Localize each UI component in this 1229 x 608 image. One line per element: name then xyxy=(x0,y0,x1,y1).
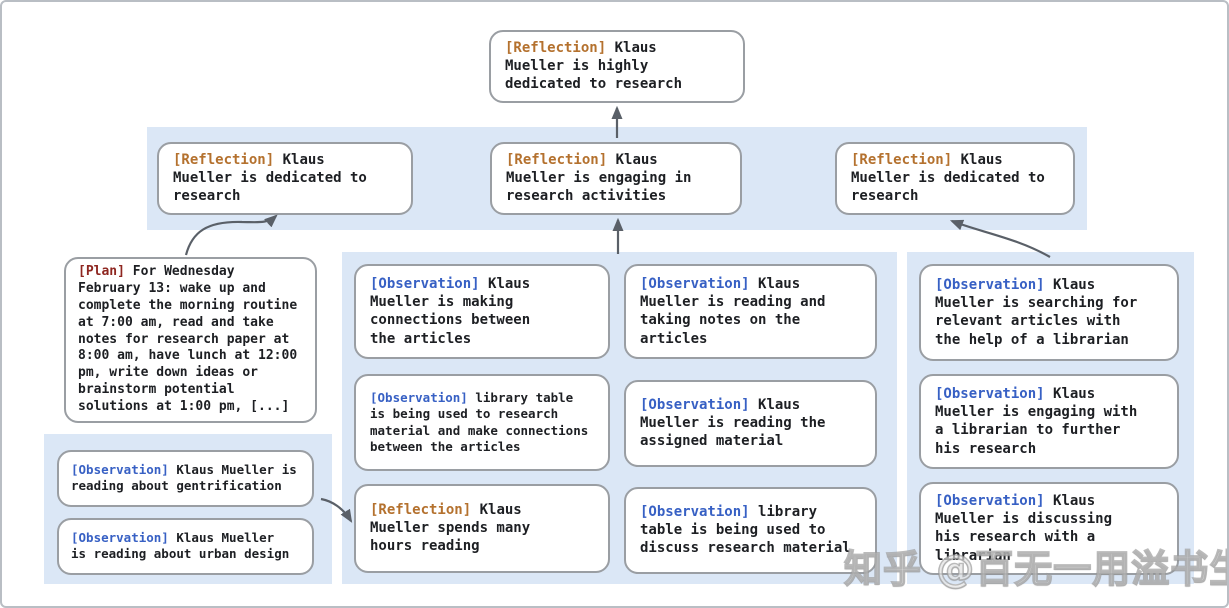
node-text: Klaus Mueller is reading the assigned ma… xyxy=(640,397,826,450)
node-observation-searching-articles: [Observation] Klaus Mueller is searching… xyxy=(919,264,1179,361)
node-observation-discussing-research: [Observation] Klaus Mueller is discussin… xyxy=(919,482,1179,575)
node-text: Klaus Mueller spends many hours reading xyxy=(370,502,531,555)
observation-tag: [Observation] xyxy=(370,276,480,292)
plan-tag: [Plan] xyxy=(78,264,125,279)
node-reflection-left: [Reflection] Klaus Mueller is dedicated … xyxy=(157,142,413,215)
node-observation-making-connections: [Observation] Klaus Mueller is making co… xyxy=(354,264,610,359)
zhihu-watermark: 知乎 @百无一用溢书生 xyxy=(843,546,1229,592)
observation-tag: [Observation] xyxy=(935,386,1045,402)
node-observation-assigned-material: [Observation] Klaus Mueller is reading t… xyxy=(624,380,877,467)
node-reflection-right: [Reflection] Klaus Mueller is dedicated … xyxy=(835,142,1075,215)
observation-tag: [Observation] xyxy=(640,397,750,413)
node-text: Klaus Mueller is searching for relevant … xyxy=(935,277,1138,348)
node-observation-library-table-research: [Observation] library table is being use… xyxy=(354,374,610,471)
node-text: Klaus Mueller is discussing his research… xyxy=(935,493,1113,564)
reflection-tag: [Reflection] xyxy=(506,152,608,168)
node-text: Klaus Mueller is dedicated to research xyxy=(173,152,367,205)
node-text: Klaus Mueller is reading about urban des… xyxy=(71,530,290,562)
observation-tag: [Observation] xyxy=(71,530,169,545)
reflection-tag: [Reflection] xyxy=(370,502,472,518)
node-observation-taking-notes: [Observation] Klaus Mueller is reading a… xyxy=(624,264,877,359)
observation-tag: [Observation] xyxy=(935,277,1045,293)
reflection-tag: [Reflection] xyxy=(851,152,953,168)
node-observation-library-table-discuss: [Observation] library table is being use… xyxy=(624,487,877,574)
node-text: library table is being used to research … xyxy=(370,390,589,454)
node-text: Klaus Mueller is highly dedicated to res… xyxy=(505,40,683,93)
node-text: For Wednesday February 13: wake up and c… xyxy=(78,264,298,415)
node-observation-urban-design: [Observation] Klaus Mueller is reading a… xyxy=(57,518,314,575)
node-plan: [Plan] For Wednesday February 13: wake u… xyxy=(64,257,317,424)
node-reflection-middle: [Reflection] Klaus Mueller is engaging i… xyxy=(490,142,742,215)
observation-tag: [Observation] xyxy=(71,462,169,477)
observation-tag: [Observation] xyxy=(935,493,1045,509)
node-observation-engaging-librarian: [Observation] Klaus Mueller is engaging … xyxy=(919,374,1179,469)
node-text: Klaus Mueller is making connections betw… xyxy=(370,276,531,347)
node-observation-gentrification: [Observation] Klaus Mueller is reading a… xyxy=(57,450,314,507)
node-text: Klaus Mueller is reading about gentrific… xyxy=(71,462,297,494)
observation-tag: [Observation] xyxy=(370,390,468,405)
node-text: Klaus Mueller is engaging in research ac… xyxy=(506,152,692,205)
node-root-reflection: [Reflection] Klaus Mueller is highly ded… xyxy=(489,30,745,103)
node-reflection-hours-reading: [Reflection] Klaus Mueller spends many h… xyxy=(354,484,610,573)
node-text: Klaus Mueller is dedicated to research xyxy=(851,152,1045,205)
reflection-tag: [Reflection] xyxy=(505,40,607,56)
node-text: Klaus Mueller is engaging with a librari… xyxy=(935,386,1138,457)
observation-tag: [Observation] xyxy=(640,504,750,520)
node-text: Klaus Mueller is reading and taking note… xyxy=(640,276,826,347)
observation-tag: [Observation] xyxy=(640,276,750,292)
reflection-tag: [Reflection] xyxy=(173,152,275,168)
node-text: library table is being used to discuss r… xyxy=(640,504,851,557)
